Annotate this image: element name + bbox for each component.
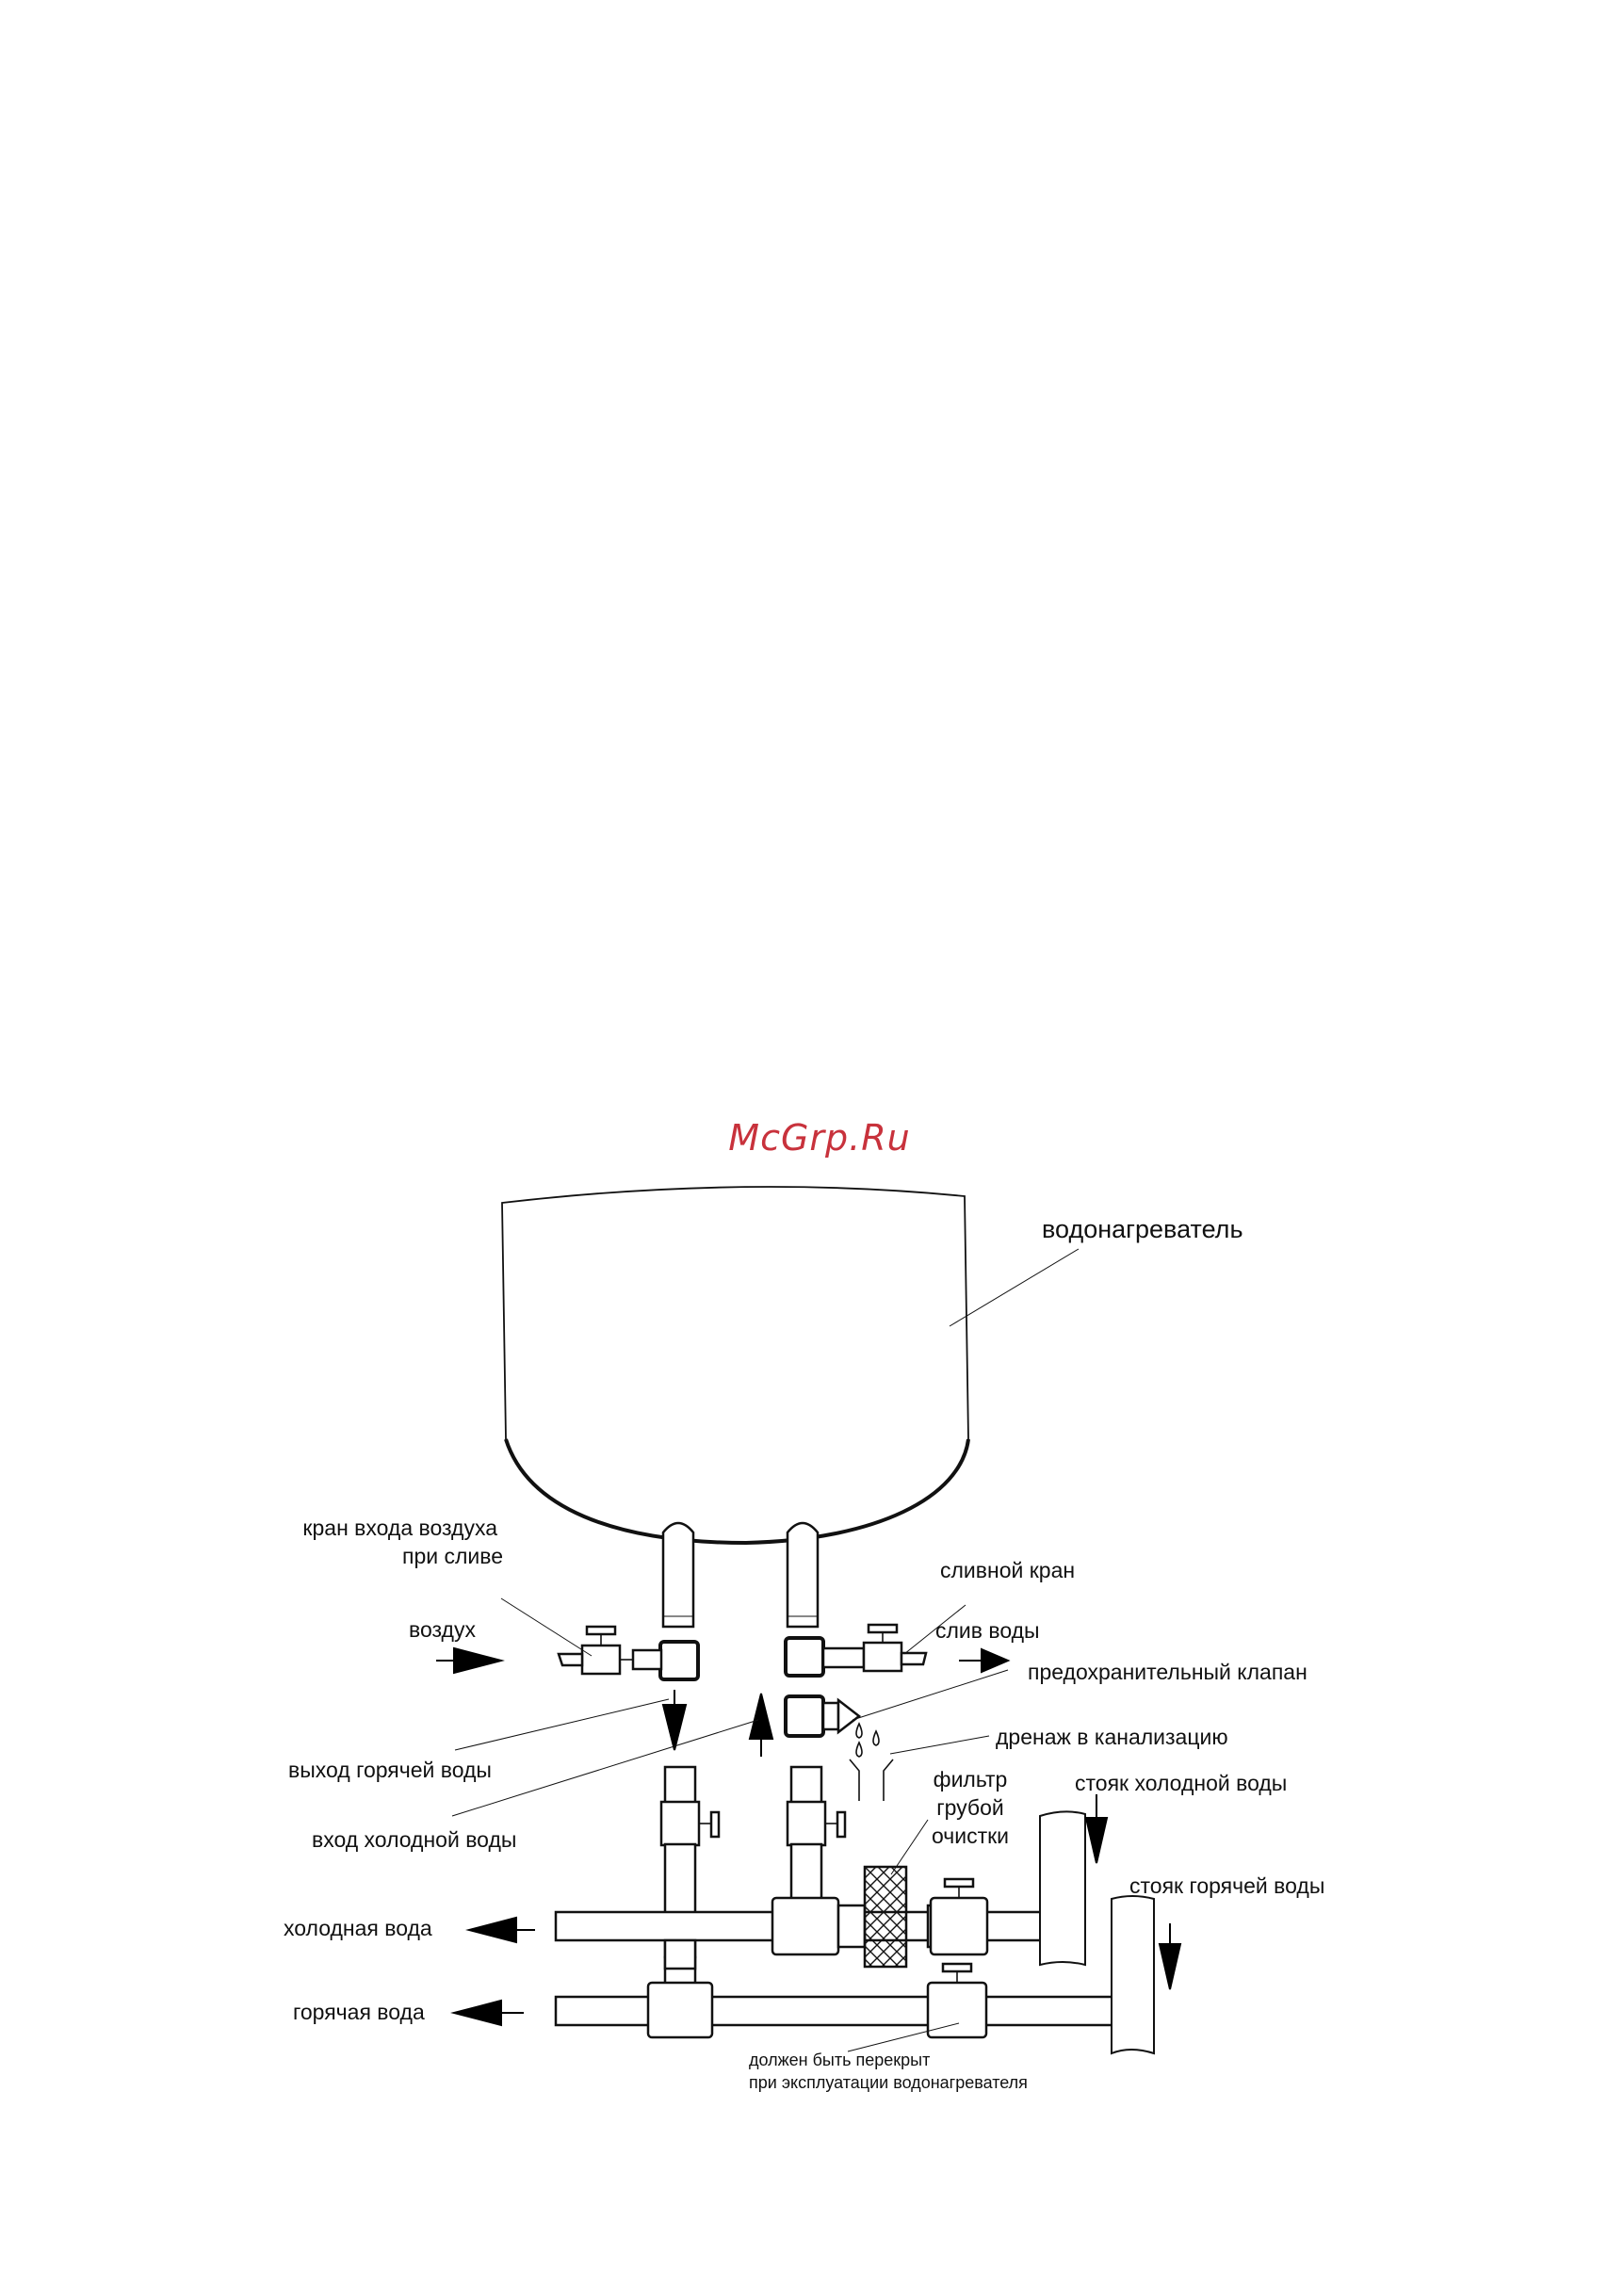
label-cold-riser: стояк холодной воды bbox=[1075, 1771, 1288, 1795]
label-filter-line3: очистки bbox=[931, 1824, 1010, 1848]
drain-drops bbox=[849, 1722, 894, 1801]
label-hot-riser: стояк горячей воды bbox=[1129, 1873, 1325, 1898]
label-air: воздух bbox=[409, 1617, 476, 1642]
leader-lines bbox=[451, 1597, 1009, 2052]
label-air-valve-line2: при сливе bbox=[401, 1544, 503, 1568]
cold-water-header bbox=[554, 1877, 1057, 1956]
flow-arrows bbox=[436, 1646, 1182, 2027]
water-heater-tank bbox=[501, 1186, 970, 1546]
label-filter-line1: фильтр bbox=[933, 1767, 1008, 1792]
label-note-line2: при эксплуатации водонагревателя bbox=[749, 2073, 1028, 2092]
hot-water-riser bbox=[1111, 1895, 1155, 2055]
label-air-valve-line1: кран входа воздуха bbox=[302, 1516, 497, 1540]
coarse-filter bbox=[863, 1865, 908, 1969]
label-drain-valve: сливной кран bbox=[940, 1558, 1076, 1582]
label-cold-in: вход холодной воды bbox=[312, 1827, 517, 1852]
heater-leader bbox=[949, 1248, 1080, 1327]
label-filter-line2: грубой bbox=[936, 1795, 1004, 1820]
air-inlet-valve bbox=[557, 1625, 700, 1681]
label-hot-water: горячая вода bbox=[293, 2000, 425, 2024]
label-cold-water: холодная вода bbox=[284, 1916, 432, 1940]
label-hot-out: выход горячей воды bbox=[288, 1758, 492, 1782]
label-heater: водонагреватель bbox=[1042, 1215, 1243, 1243]
cold-water-riser bbox=[1039, 1810, 1086, 1967]
label-safety-valve: предохранительный клапан bbox=[1028, 1660, 1307, 1684]
hot-outlet-nozzle bbox=[661, 1521, 695, 1629]
safety-valve bbox=[784, 1694, 862, 1738]
drain-valve-assembly bbox=[784, 1623, 928, 1678]
label-water-drain: слив воды bbox=[935, 1618, 1040, 1643]
label-sewer-drain: дренаж в канализацию bbox=[996, 1725, 1228, 1749]
watermark: McGrp.Ru bbox=[728, 1117, 911, 1159]
label-note-line1: должен быть перекрыт bbox=[749, 2051, 931, 2069]
hot-water-header bbox=[554, 1938, 1123, 2039]
cold-inlet-nozzle bbox=[786, 1521, 820, 1629]
